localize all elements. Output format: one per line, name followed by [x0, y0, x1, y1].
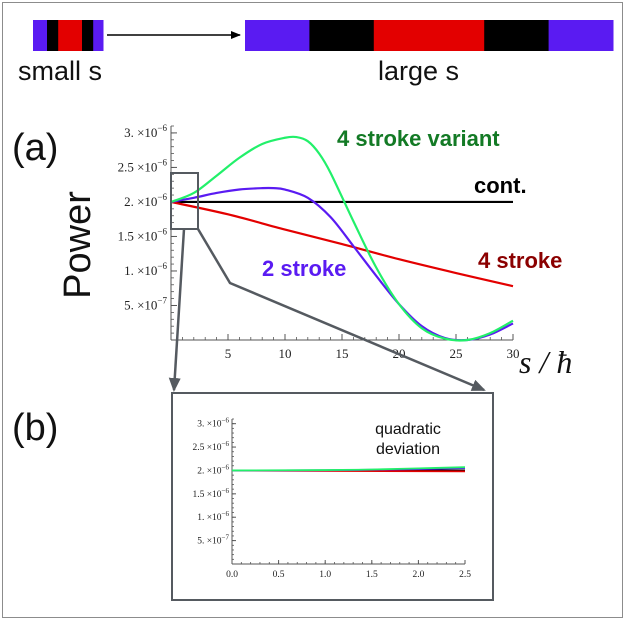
x-tick-label: 1.0 — [319, 570, 331, 580]
small-strip-segment-blue — [33, 20, 48, 51]
x-tick-label: 0.5 — [273, 570, 285, 580]
small-s-label: small s — [18, 56, 102, 86]
y-tick-label: 2. ×10−6 — [197, 463, 229, 476]
x-axis-label: s / ħ — [519, 344, 572, 380]
x-tick-label: 2.5 — [459, 570, 471, 580]
inset-chart: 0.0 0.5 1.0 1.5 2.0 2.5 5. ×10−7 1. ×10−6 1.5 ×1… — [171, 392, 494, 601]
x-tick-label: 5 — [225, 346, 232, 361]
series-label-4-stroke-variant: 4 stroke variant — [337, 126, 500, 151]
y-tick-label: 2. ×10−6 — [124, 192, 167, 209]
y-tick-label: 5. ×10−7 — [197, 534, 229, 547]
main-series-green — [170, 135, 514, 342]
panel-label-b: (b) — [12, 407, 58, 449]
inset-annotation-line-2: deviation — [376, 441, 440, 458]
large-strip-segment-blue — [245, 20, 310, 51]
zoom-callout — [168, 172, 486, 392]
callout-arrow-right — [196, 228, 486, 392]
zoom-region-box — [170, 172, 199, 230]
y-tick-label: 3. ×10−6 — [197, 417, 229, 430]
panel-label-a: (a) — [12, 127, 58, 169]
small-strip-segment-black — [47, 20, 59, 51]
small-s-strip — [33, 20, 104, 51]
y-tick-label: 1. ×10−6 — [124, 261, 167, 278]
inset-series-green — [231, 466, 466, 472]
y-tick-label: 2.5 ×10−6 — [192, 440, 229, 453]
large-strip-segment-black — [309, 20, 375, 51]
y-tick-label: 5. ×10−7 — [124, 295, 167, 312]
large-strip-segment-red — [373, 20, 485, 51]
large-s-label: large s — [378, 56, 459, 86]
small-strip-segment-black — [82, 20, 94, 51]
x-tick-label: 1.5 — [366, 570, 378, 580]
series-label-cont: cont. — [474, 173, 527, 198]
y-tick-label: 1.5 ×10−6 — [192, 487, 229, 500]
x-tick-label: 0.0 — [226, 570, 238, 580]
y-tick-label: 3. ×10−6 — [124, 123, 167, 140]
y-tick-label: 1.5 ×10−6 — [118, 226, 168, 243]
small-strip-segment-red — [58, 20, 83, 51]
inset-frame — [171, 392, 494, 601]
x-tick-label: 30 — [507, 346, 520, 361]
callout-arrow-left — [168, 228, 186, 392]
main-series-red — [170, 200, 514, 288]
series-label-2-stroke: 2 stroke — [262, 256, 346, 281]
large-strip-segment-blue — [548, 20, 614, 51]
x-tick-label: 15 — [336, 346, 349, 361]
x-tick-label: 10 — [279, 346, 292, 361]
x-tick-label: 25 — [450, 346, 463, 361]
y-axis-label: Power — [57, 191, 99, 299]
series-label-4-stroke: 4 stroke — [478, 248, 562, 273]
large-strip-segment-black — [484, 20, 550, 51]
y-tick-label: 1. ×10−6 — [197, 510, 229, 523]
large-s-strip — [245, 20, 614, 51]
x-tick-label: 2.0 — [412, 570, 424, 580]
y-tick-label: 2.5 ×10−6 — [118, 157, 168, 174]
inset-annotation-line-1: quadratic — [375, 421, 441, 438]
small-strip-segment-blue — [93, 20, 104, 51]
